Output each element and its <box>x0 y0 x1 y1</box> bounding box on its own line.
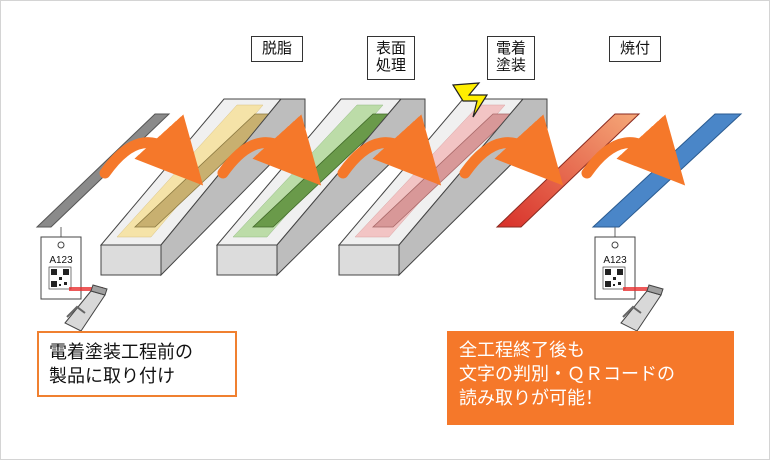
qr-code-icon <box>602 266 626 290</box>
process-arrow-icon <box>459 114 564 186</box>
stage-label-degrease: 脱脂 <box>251 36 303 62</box>
qr-code-icon <box>48 266 72 290</box>
tag-code-right: A123 <box>603 255 627 266</box>
reader-scanner-icon <box>64 284 108 332</box>
stage-label-coating: 電着 塗装 <box>487 36 535 80</box>
coated-part <box>495 113 641 228</box>
process-arrow-icon <box>217 114 322 186</box>
process-arrows <box>99 114 686 186</box>
stage-label-bake: 焼付 <box>609 36 661 62</box>
lightning-icon <box>451 82 489 118</box>
tag-code-left: A123 <box>49 255 73 266</box>
tag-left <box>40 227 103 300</box>
process-arrow-icon <box>99 114 204 186</box>
reader-scanner-icon <box>620 284 664 332</box>
process-arrow-icon <box>581 114 686 186</box>
note-before-coating: 電着塗装工程前の 製品に取り付け <box>37 331 237 397</box>
tag-right <box>594 227 657 300</box>
process-arrow-icon <box>337 114 442 186</box>
stage-label-surface: 表面 処理 <box>367 36 415 80</box>
note-after-process: 全工程終了後も 文字の判別・ＱＲコードの 読み取りが可能！ <box>447 331 734 425</box>
